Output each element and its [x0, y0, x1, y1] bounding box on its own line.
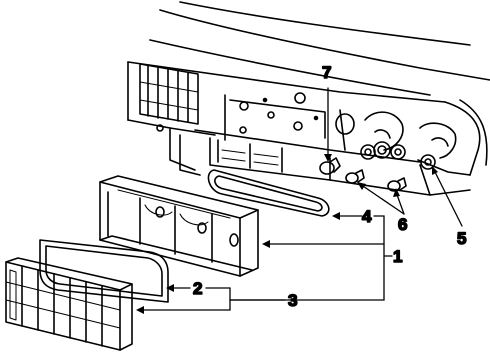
gasket-ring: [207, 169, 330, 217]
arrowheads: [136, 154, 438, 314]
lamp-housing: [99, 175, 259, 277]
installed-tail-lamp: [139, 63, 199, 125]
tail-lamp-lens: [5, 257, 133, 351]
callout-1: 1: [393, 247, 402, 266]
callout-4: 4: [362, 207, 372, 226]
bulbs-6: [345, 169, 407, 192]
callout-2: 2: [193, 279, 202, 298]
callout-3: 3: [288, 291, 297, 310]
lens-gasket: [39, 239, 169, 303]
callout-5: 5: [457, 229, 466, 248]
bulb-sockets: [360, 129, 449, 170]
callout-6: 6: [398, 215, 407, 234]
callout-7: 7: [322, 63, 331, 82]
vehicle-rear-body: [127, 1, 490, 196]
bulb-7: [319, 157, 341, 175]
